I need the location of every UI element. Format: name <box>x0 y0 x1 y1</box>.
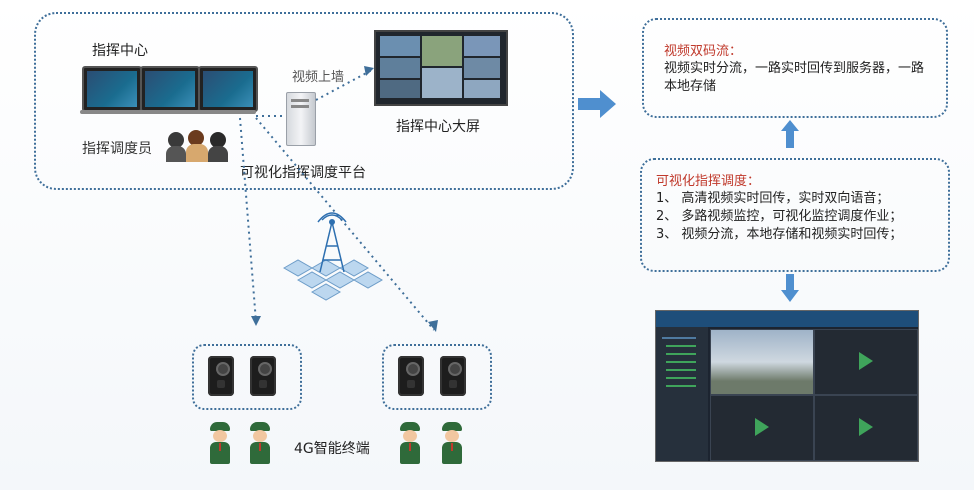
officer-icon <box>440 422 464 464</box>
visual-dispatch-item-1: 1、 高清视频实时回传，实时双向语音； <box>656 191 890 206</box>
visual-dispatch-title: 可视化指挥调度： <box>656 174 761 189</box>
visual-dispatch-item-3: 3、 视频分流，本地存储和视频实时回传； <box>656 227 903 242</box>
terminal-group-right <box>382 344 492 410</box>
base-station-icon <box>282 212 384 301</box>
body-camera-device <box>208 356 234 396</box>
visual-dispatch-item-2: 2、 多路视频监控，可视化监控调度作业； <box>656 209 903 224</box>
dispatcher-people-icon <box>166 130 230 164</box>
big-screen-label: 指挥中心大屏 <box>396 119 480 135</box>
dispatcher-label: 指挥调度员 <box>82 141 152 157</box>
body-camera-device <box>250 356 276 396</box>
monitor-desk <box>80 110 256 114</box>
video-wall-label: 视频上墙 <box>292 70 345 85</box>
officer-icon <box>398 422 422 464</box>
visual-dispatch-box <box>640 158 950 272</box>
body-camera-device <box>398 356 424 396</box>
terminal-group-left <box>192 344 302 410</box>
big-screen-image <box>374 30 508 106</box>
command-center-title: 指挥中心 <box>92 43 148 59</box>
server-icon <box>286 92 316 146</box>
dual-stream-title: 视频双码流： <box>664 44 743 59</box>
dual-stream-body: 视频实时分流，一路实时回传到服务器，一路本地存储 <box>664 61 925 94</box>
command-center-box <box>34 12 574 190</box>
officer-icon <box>248 422 272 464</box>
body-camera-device <box>440 356 466 396</box>
dual-stream-box <box>642 18 948 118</box>
monitor <box>82 66 142 112</box>
officer-icon <box>208 422 232 464</box>
terminals-label: 4G智能终端 <box>294 441 370 457</box>
platform-screenshot <box>655 310 919 462</box>
